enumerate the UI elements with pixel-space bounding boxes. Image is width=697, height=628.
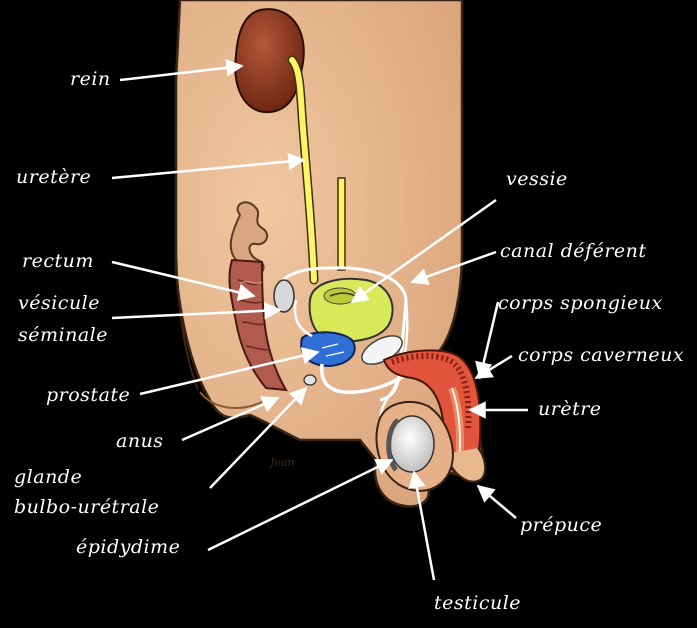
arrow-uretere — [111, 152, 306, 180]
arrow-rein — [119, 59, 244, 82]
label-vessie: vessie — [506, 168, 568, 190]
label-uretere: uretère — [16, 166, 92, 188]
prostate-gland — [300, 331, 356, 368]
glans-prepuce — [445, 447, 486, 483]
arrow-testicule — [408, 470, 436, 581]
arrow-epididyme — [207, 458, 394, 552]
arrow-glande — [209, 386, 308, 489]
lower-back-shadow — [199, 391, 263, 409]
label-testicule: testicule — [434, 592, 522, 614]
label-vesicule-line2: séminale — [18, 324, 108, 346]
label-corps-caverneux: corps caverneux — [518, 344, 685, 366]
label-canal-deferent: canal déférent — [500, 240, 647, 262]
arrow-rectum — [111, 260, 256, 301]
label-rectum: rectum — [22, 250, 94, 272]
arrows — [111, 59, 528, 581]
label-rein: rein — [70, 68, 111, 90]
arrow-anus — [181, 396, 280, 442]
artist-signature: Jean — [270, 456, 295, 469]
bulbourethral-gland — [303, 374, 317, 386]
label-corps-spongieux: corps spongieux — [498, 292, 663, 314]
arrow-caverneux — [474, 354, 513, 380]
label-uretre: urètre — [538, 398, 602, 420]
label-vesicule-line1: vésicule — [18, 292, 101, 314]
canal-deferent-ascending — [337, 177, 346, 271]
label-prepuce: prépuce — [520, 514, 603, 536]
label-anus: anus — [116, 430, 164, 452]
label-glande-line2: bulbo-urétrale — [14, 496, 160, 518]
arrow-prepuce — [476, 484, 517, 519]
corpus-cavernosum — [390, 353, 472, 431]
seminal-vesicle — [273, 279, 295, 313]
back-contour — [175, 234, 199, 391]
label-prostate: prostate — [46, 384, 131, 406]
arrow-vesicule — [111, 302, 282, 320]
kidney — [234, 8, 305, 114]
label-glande-line1: glande — [14, 466, 83, 488]
arrow-prostate — [139, 347, 320, 396]
arrow-vessie — [350, 198, 497, 304]
arrow-canal — [410, 250, 497, 285]
label-epididyme: épidydime — [76, 536, 181, 558]
epididymis — [386, 418, 400, 472]
